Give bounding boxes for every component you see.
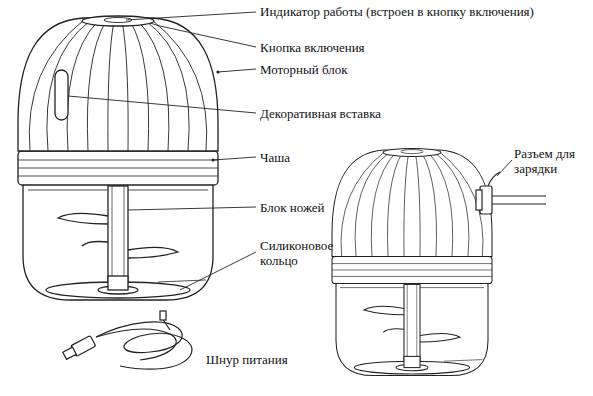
leader-lines <box>68 12 512 290</box>
power-cord <box>62 311 192 369</box>
part-label: Блок ножей <box>260 200 325 215</box>
part-label: Моторный блок <box>260 62 348 77</box>
chopper-charging <box>332 148 492 375</box>
part-label: Индикатор работы (встроен в кнопку включ… <box>260 4 534 19</box>
chopper-front <box>18 16 218 300</box>
charging-plug <box>476 172 546 214</box>
decorative-insert <box>55 70 68 120</box>
part-label: Силиконовое кольцо <box>260 238 348 268</box>
part-label: Кнопка включения <box>260 40 365 55</box>
part-label: Шнур питания <box>206 352 288 367</box>
part-label: Разъем для зарядки <box>514 146 590 176</box>
part-label: Чаша <box>260 150 290 165</box>
part-label: Декоративная вставка <box>260 106 381 121</box>
leader-dot <box>216 70 219 73</box>
leader-dot <box>211 158 214 161</box>
